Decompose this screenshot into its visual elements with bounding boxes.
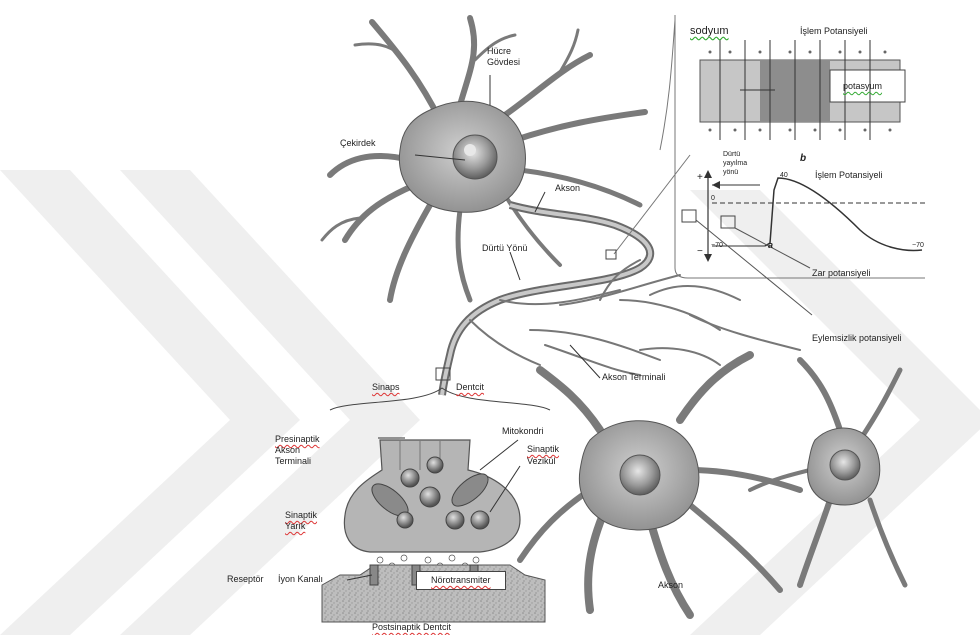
label-postsinaptik-dentcit: Postsinaptik Dentcit xyxy=(372,622,451,633)
graph-point-b: b xyxy=(800,153,806,164)
label-islem-potansiyeli-top: İşlem Potansiyeli xyxy=(800,26,868,37)
label-akson-top: Akson xyxy=(555,183,580,194)
label-sinaps: Sinaps xyxy=(372,382,400,393)
label-sodyum: sodyum xyxy=(690,26,729,37)
label-hucre-govdesi: Hücre Gövdesi xyxy=(487,46,520,68)
main-neuron xyxy=(322,18,650,395)
label-dentcit: Dentcit xyxy=(456,382,484,393)
label-iyon-kanali: İyon Kanalı xyxy=(278,574,323,585)
label-zar-potansiyeli: Zar potansiyeli xyxy=(812,268,871,279)
graph-point-a: a xyxy=(768,240,773,251)
label-yarik: Yarık xyxy=(285,521,305,532)
label-akson-terminali: Akson Terminali xyxy=(602,372,665,383)
lower-right-neurons xyxy=(520,355,905,615)
label-norotransmiter: Nörotransmiter xyxy=(416,571,506,590)
label-sinaptik-vezikul: Sinaptik xyxy=(527,444,559,455)
label-presinaptik: Presinaptik xyxy=(275,434,320,445)
label-sinaptik-yarik: Sinaptik xyxy=(285,510,317,521)
label-akson-terminali-2: Akson Terminali xyxy=(275,445,311,467)
graph-zero: 0 xyxy=(711,193,715,204)
label-vezikul: Vezikül xyxy=(527,456,556,467)
label-durtu-yonu: Dürtü Yönü xyxy=(482,243,527,254)
graph-40: 40 xyxy=(780,170,788,181)
axon-channel-inset xyxy=(606,15,925,315)
graph-neg70-left: −70 xyxy=(711,240,723,251)
label-akson-bottom: Akson xyxy=(658,580,683,591)
label-eylemsizlik-potansiyeli: Eylemsizlik potansiyeli xyxy=(812,333,902,344)
label-durtu-yayilma-yonu: Dürtü yayılma yönü xyxy=(723,150,747,177)
graph-neg70-right: −70 xyxy=(912,240,924,251)
graph-plus: + xyxy=(697,172,703,183)
label-mitokondri: Mitokondri xyxy=(502,426,544,437)
label-reseptor: Reseptör xyxy=(227,574,264,585)
label-cekirdek: Çekirdek xyxy=(340,138,376,149)
label-islem-potansiyeli-graph: İşlem Potansiyeli xyxy=(815,170,883,181)
graph-minus: − xyxy=(697,246,703,257)
label-potasyum: potasyum xyxy=(843,81,882,92)
